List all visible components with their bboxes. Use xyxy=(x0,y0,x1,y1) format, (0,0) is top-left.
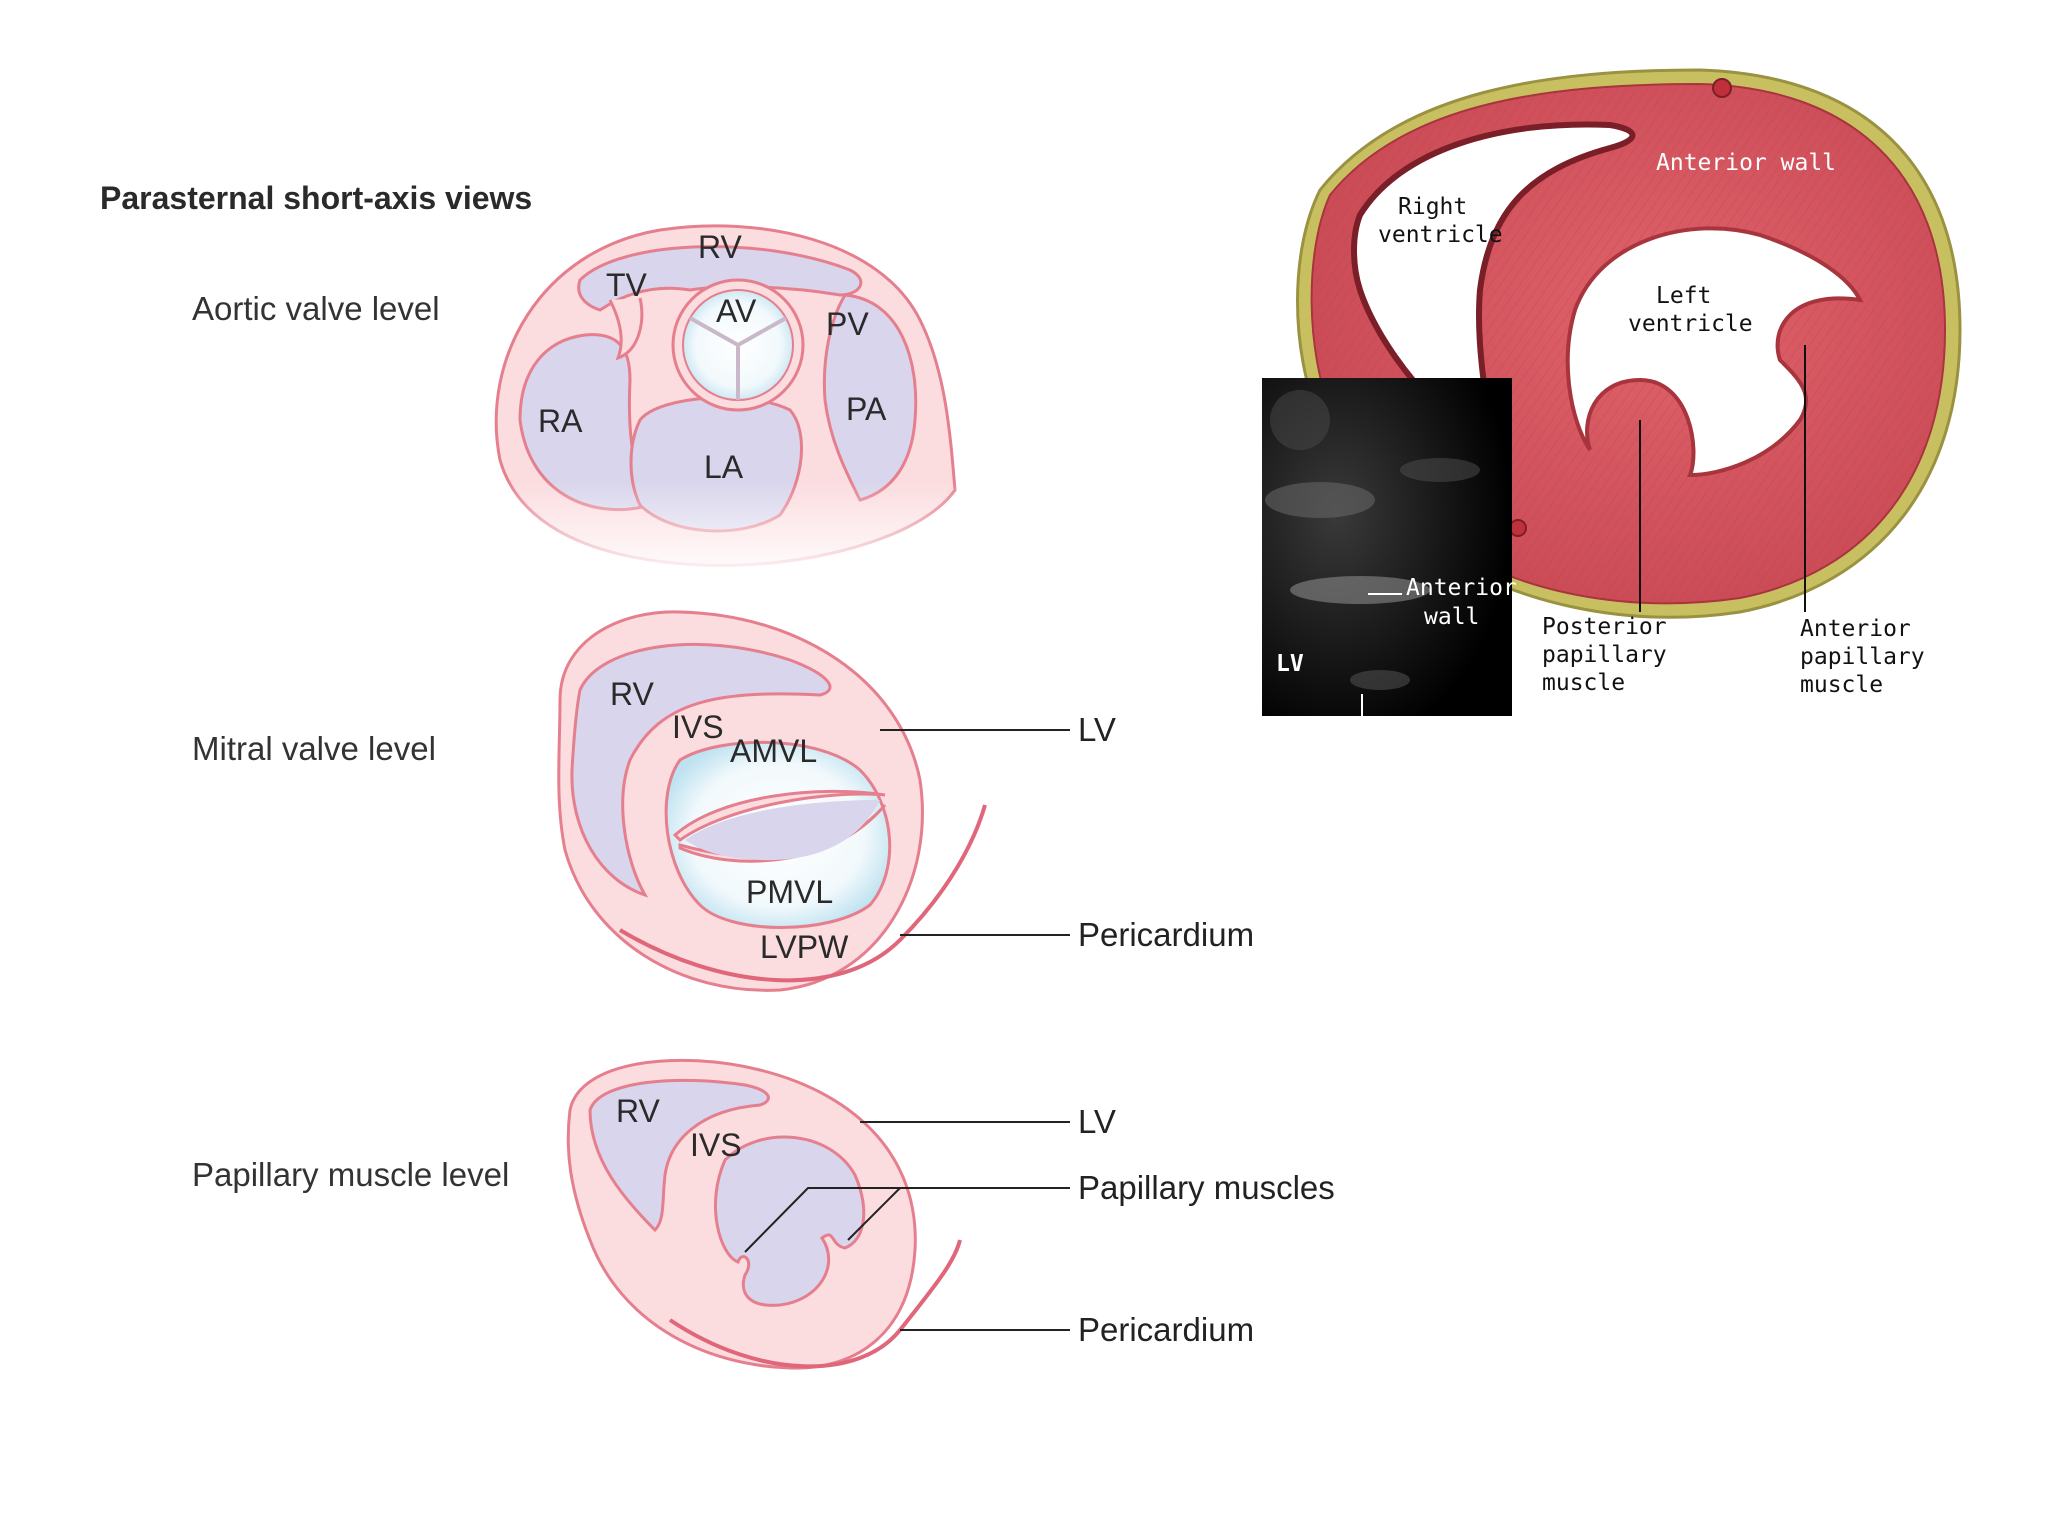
aortic-pa-label: PA xyxy=(846,391,887,427)
aortic-valve-cusps xyxy=(689,316,787,400)
papillary-rv-chamber xyxy=(588,1078,770,1233)
posterior-papillary-label-3: muscle xyxy=(1542,670,1625,696)
mitral-amvl-label: AMVL xyxy=(730,733,817,769)
echo-speckle-2 xyxy=(1290,576,1430,604)
mitral-level-label: Mitral valve level xyxy=(192,730,436,767)
posterior-papillary-label-1: Posterior xyxy=(1542,614,1667,640)
tricuspid-leaflet xyxy=(608,297,644,361)
echo-speckle-5 xyxy=(1350,670,1410,690)
left-ventricle-label-1: Left xyxy=(1656,283,1711,309)
mitral-rv-label: RV xyxy=(610,676,655,712)
echo-anterior-wall-label-1: Anterior xyxy=(1406,575,1517,601)
papillary-pericardium xyxy=(668,1239,962,1369)
papillary-muscles-callout: Papillary muscles xyxy=(1078,1169,1335,1206)
anterior-mitral-leaflet xyxy=(672,789,886,842)
left-ventricle-cavity xyxy=(1565,226,1864,478)
papillary-ivs-label: IVS xyxy=(690,1127,742,1163)
posterior-papillary-label-2: papillary xyxy=(1542,642,1667,668)
echo-speckle-3 xyxy=(1270,390,1330,450)
aortic-ra-label: RA xyxy=(538,403,583,439)
aortic-rv-chamber xyxy=(577,245,863,312)
anterior-wall-label: Anterior wall xyxy=(1656,150,1836,176)
mitral-valve-level-diagram: Mitral valve level RV IVS AMVL PMVL LVPW… xyxy=(192,610,1254,992)
echocardiogram-inset: Anterior wall LV xyxy=(1262,378,1517,716)
aortic-la-label: LA xyxy=(704,449,744,485)
mitral-lv-callout: LV xyxy=(1078,711,1116,748)
papillary-muscle-level-diagram: Papillary muscle level RV IVS LV Papilla… xyxy=(192,1058,1335,1370)
coronary-vessel-top xyxy=(1712,78,1732,98)
anterior-papillary-label-3: muscle xyxy=(1800,672,1883,698)
aortic-level-label: Aortic valve level xyxy=(192,290,440,327)
echo-speckle-1 xyxy=(1265,482,1375,518)
echo-anterior-wall-label-2: wall xyxy=(1424,604,1479,630)
coronary-vessel-left-red xyxy=(1509,519,1527,537)
right-ventricle-cavity xyxy=(1351,121,1636,462)
mitral-pmvl-label: PMVL xyxy=(746,874,833,910)
echo-speckle-4 xyxy=(1400,458,1480,482)
right-ventricle-label-1: Right xyxy=(1398,194,1467,220)
aortic-valve-level-diagram: Aortic valve level RV TV AV PV RA PA LA xyxy=(192,224,980,580)
mitral-rv-chamber xyxy=(570,642,832,898)
papillary-muscles-leader-left xyxy=(744,1187,1070,1253)
papillary-lv-callout: LV xyxy=(1078,1103,1116,1140)
papillary-muscles-leader-right xyxy=(847,1187,901,1241)
mitral-lvpw-label: LVPW xyxy=(760,929,849,965)
mitral-ivs-label: IVS xyxy=(672,709,724,745)
figure-heading: Parasternal short-axis views xyxy=(100,180,532,216)
echo-lv-label: LV xyxy=(1276,651,1304,677)
aortic-av-label: AV xyxy=(716,293,757,329)
papillary-pericardium-callout: Pericardium xyxy=(1078,1311,1254,1348)
aortic-rv-label: RV xyxy=(698,229,743,265)
anterior-papillary-label-1: Anterior xyxy=(1800,616,1911,642)
aortic-fade xyxy=(480,480,980,580)
papillary-rv-label: RV xyxy=(616,1093,661,1129)
aortic-tv-label: TV xyxy=(606,267,648,303)
right-ventricle-label-2: ventricle xyxy=(1378,222,1503,248)
left-ventricle-label-2: ventricle xyxy=(1628,311,1753,337)
aortic-pv-label: PV xyxy=(826,306,869,342)
papillary-level-label: Papillary muscle level xyxy=(192,1156,509,1193)
mitral-pericardium-callout: Pericardium xyxy=(1078,916,1254,953)
anterior-papillary-label-2: papillary xyxy=(1800,644,1925,670)
mitral-closure-chamber xyxy=(685,800,880,861)
mitral-pericardium xyxy=(618,804,987,983)
papillary-lv-chamber xyxy=(714,1135,866,1307)
